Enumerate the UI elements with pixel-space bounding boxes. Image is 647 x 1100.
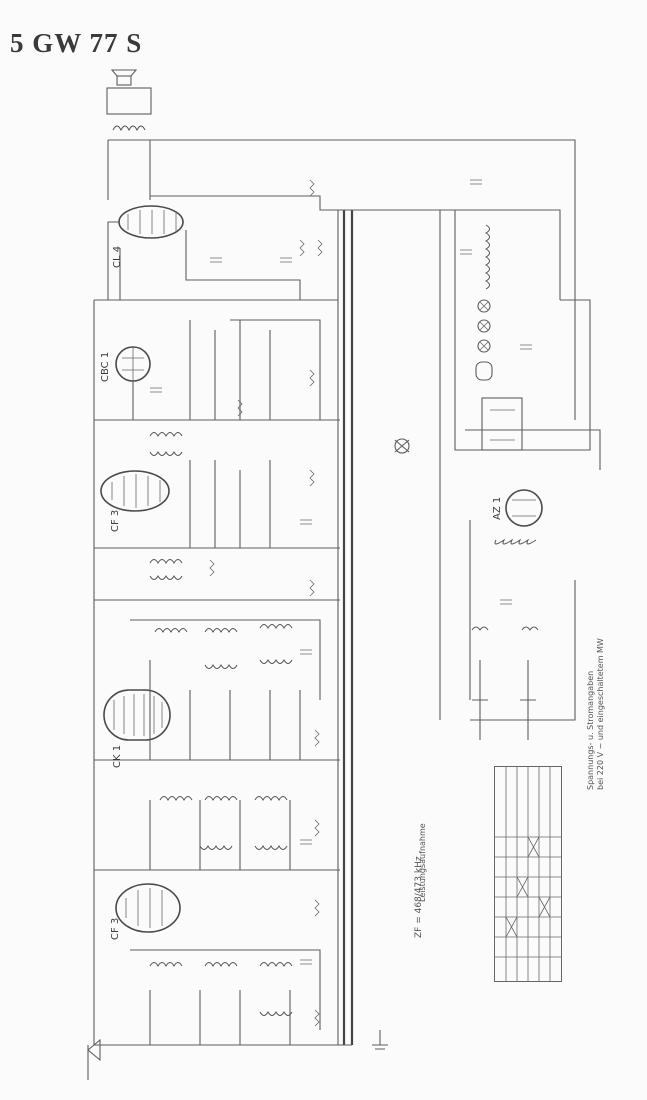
tube-az1-symbol	[505, 489, 543, 527]
component-glyphs	[150, 179, 532, 1027]
tube-label-cbc1: CBC 1	[100, 351, 111, 382]
page-title: 5 GW 77 S	[10, 28, 143, 58]
power-table-label: Leistungsaufnahme	[418, 823, 427, 902]
voltage-note-1: Spannungs- u. Stromangaben	[586, 670, 595, 790]
coil-bank	[149, 224, 537, 1016]
switch-table-grid	[495, 767, 561, 981]
tube-label-az1: AZ 1	[492, 496, 503, 520]
tube-ck1-symbol	[103, 689, 171, 741]
voltage-note-2: bei 220 V ~ und eingeschaltetem MW	[596, 638, 605, 790]
pilot-lamps	[475, 299, 493, 381]
speaker-symbol	[106, 69, 152, 200]
tube-cf3-if-symbol	[100, 470, 170, 512]
antenna-symbol	[87, 1038, 101, 1062]
tube-label-cf3-if: CF 3	[110, 509, 121, 532]
tube-cf3-rf-symbol	[115, 883, 181, 933]
tube-label-ck1: CK 1	[112, 744, 123, 768]
mains-section	[394, 397, 539, 740]
tube-label-cf3-rf: CF 3	[110, 917, 121, 940]
tube-cbc1-symbol	[108, 346, 151, 421]
tube-cl4-symbol	[107, 205, 184, 300]
switch-table	[494, 766, 562, 982]
tube-label-cl4: CL 4	[112, 245, 123, 268]
